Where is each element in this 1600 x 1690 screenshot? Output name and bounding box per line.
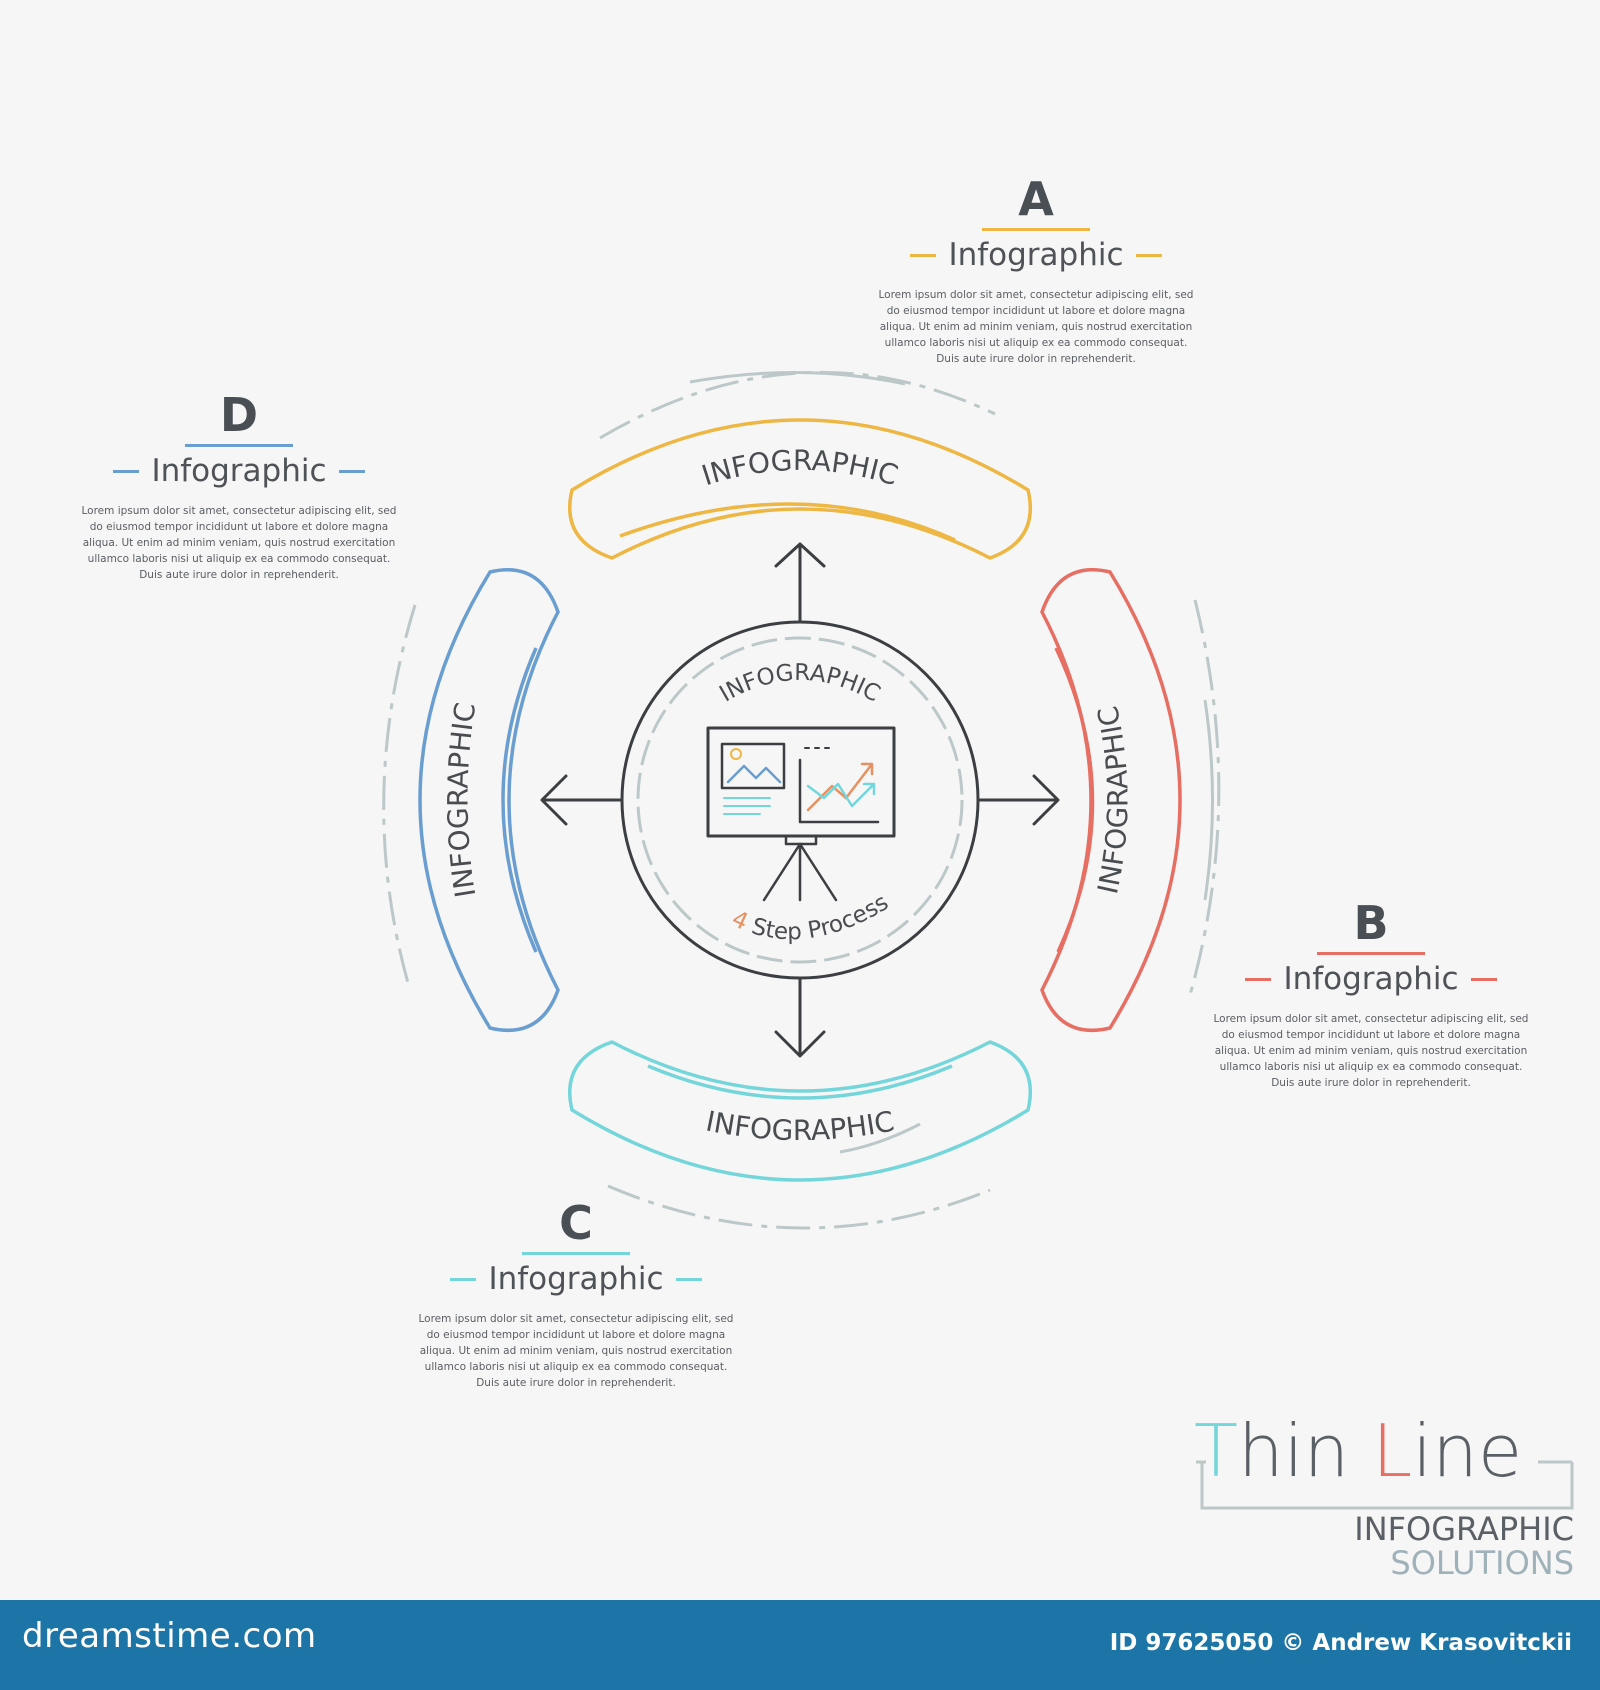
- label-c-underline: [522, 1252, 630, 1255]
- outer-arc-right: [1188, 599, 1221, 996]
- arrow-left-icon: [540, 774, 624, 826]
- label-d-underline: [185, 444, 293, 447]
- label-a-letter: A: [1018, 172, 1054, 226]
- label-d: D Infographic Lorem ipsum dolor sit amet…: [78, 392, 400, 583]
- label-c-dash-left: [450, 1277, 477, 1281]
- segment-d[interactable]: [418, 568, 560, 1033]
- label-d-title: Infographic: [151, 453, 327, 489]
- label-b: B Infographic Lorem ipsum dolor sit amet…: [1210, 900, 1532, 1091]
- label-c-description: Lorem ipsum dolor sit amet, consectetur …: [418, 1313, 734, 1389]
- arrow-right-icon: [976, 774, 1060, 826]
- segment-b-inner-line: [1054, 647, 1095, 953]
- presentation-board-icon: [706, 726, 896, 902]
- outer-dashed-ring: [382, 370, 1221, 1230]
- label-c-title-row: Infographic: [415, 1261, 737, 1297]
- label-b-description: Lorem ipsum dolor sit amet, consectetur …: [1213, 1013, 1529, 1089]
- arrow-up-icon: [774, 542, 826, 624]
- segment-a-outline: [568, 418, 1033, 560]
- segment-c-label: INFOGRAPHIC: [703, 1105, 897, 1148]
- segment-b-outline: [1040, 568, 1182, 1033]
- segment-d-label: INFOGRAPHIC: [441, 700, 482, 899]
- outer-arc-right-inner: [1203, 699, 1214, 901]
- segment-b-label: INFOGRAPHIC: [1091, 703, 1134, 897]
- label-b-letter: B: [1353, 896, 1389, 950]
- label-a: A Infographic Lorem ipsum dolor sit amet…: [875, 176, 1197, 367]
- svg-text:Thin Line: Thin Line: [1194, 1409, 1522, 1493]
- brand-t: T: [1194, 1409, 1238, 1493]
- label-a-title-row: Infographic: [875, 237, 1197, 273]
- label-c-title: Infographic: [488, 1261, 664, 1297]
- label-b-title-row: Infographic: [1210, 961, 1532, 997]
- image-credit: ID 97625050 © Andrew Krasovitckii: [1109, 1630, 1572, 1656]
- segment-c-outline: [568, 1040, 1033, 1182]
- outer-arc-left: [382, 604, 417, 991]
- footer-bar: dreamstime.com ID 97625050 © Andrew Kras…: [0, 1600, 1600, 1690]
- segment-d-inner-line: [501, 647, 538, 953]
- brand-subtitle-infographic: INFOGRAPHIC: [1354, 1510, 1574, 1548]
- outer-arc-bottom: [607, 1184, 991, 1230]
- label-d-description: Lorem ipsum dolor sit amet, consectetur …: [81, 505, 397, 581]
- label-b-title: Infographic: [1283, 961, 1459, 997]
- label-d-dash-left: [113, 469, 140, 473]
- label-b-dash-left: [1245, 977, 1272, 981]
- center-subtitle: 4 Step Process: [728, 889, 893, 945]
- label-a-underline: [982, 228, 1090, 231]
- brand-frame: [1200, 1462, 1574, 1510]
- brand-logo: Thin Line: [1194, 1409, 1574, 1510]
- label-d-dash-right: [338, 469, 365, 473]
- segment-a-label: INFOGRAPHIC: [698, 444, 902, 492]
- segment-c[interactable]: [568, 1040, 1033, 1182]
- segment-c-inner-line: [647, 1064, 953, 1100]
- label-a-title: Infographic: [948, 237, 1124, 273]
- label-d-letter: D: [219, 388, 259, 442]
- brand-l: L: [1372, 1409, 1412, 1493]
- label-c-letter: C: [559, 1196, 593, 1250]
- arrows: [540, 542, 1060, 1058]
- label-a-dash-left: [910, 253, 937, 257]
- label-a-dash-right: [1135, 253, 1162, 257]
- brand-subtitle-solutions: SOLUTIONS: [1390, 1544, 1574, 1582]
- segment-a-inner-line: [619, 502, 956, 542]
- label-b-dash-right: [1470, 977, 1497, 981]
- outer-arc-top: [599, 370, 996, 440]
- label-c: C Infographic Lorem ipsum dolor sit amet…: [415, 1200, 737, 1391]
- label-b-underline: [1317, 952, 1425, 955]
- center-title: INFOGRAPHIC: [715, 660, 884, 708]
- inner-dashed-ring: [636, 636, 964, 964]
- label-c-dash-right: [675, 1277, 702, 1281]
- segment-d-outline: [418, 568, 560, 1033]
- segment-a[interactable]: [568, 418, 1033, 560]
- label-d-title-row: Infographic: [78, 453, 400, 489]
- label-a-description: Lorem ipsum dolor sit amet, consectetur …: [878, 289, 1194, 365]
- outer-arc-top-inner: [689, 370, 906, 386]
- arrow-down-icon: [774, 976, 826, 1058]
- outer-arc-bottom-inner: [839, 1122, 921, 1154]
- segment-b[interactable]: [1040, 568, 1182, 1033]
- watermark-logo[interactable]: dreamstime.com: [22, 1616, 317, 1656]
- brand-ine: ine: [1412, 1409, 1522, 1493]
- brand-hin: hin: [1238, 1409, 1372, 1493]
